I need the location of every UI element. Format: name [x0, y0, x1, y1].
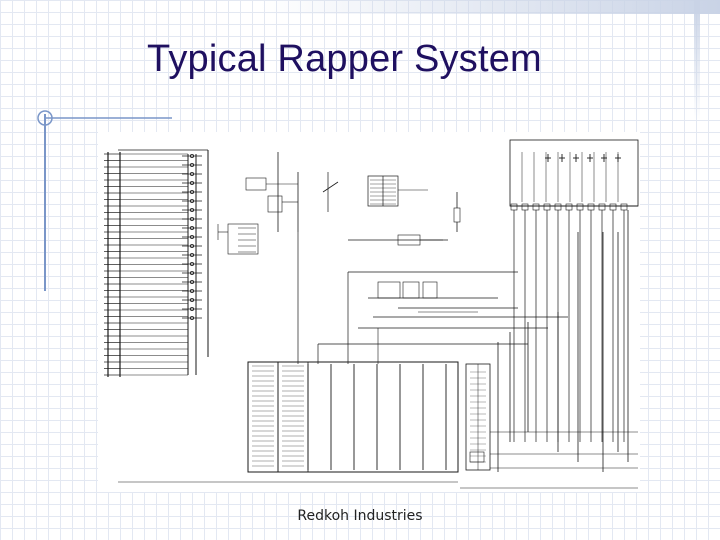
corner-gradient-stripe	[694, 0, 700, 120]
slide-footer: Redkoh Industries	[297, 508, 423, 524]
corner-gradient-band	[260, 0, 720, 14]
slide-decoration	[37, 110, 172, 291]
wiring-schematic-diagram	[98, 132, 640, 492]
slide-title: Typical Rapper System	[147, 38, 542, 80]
